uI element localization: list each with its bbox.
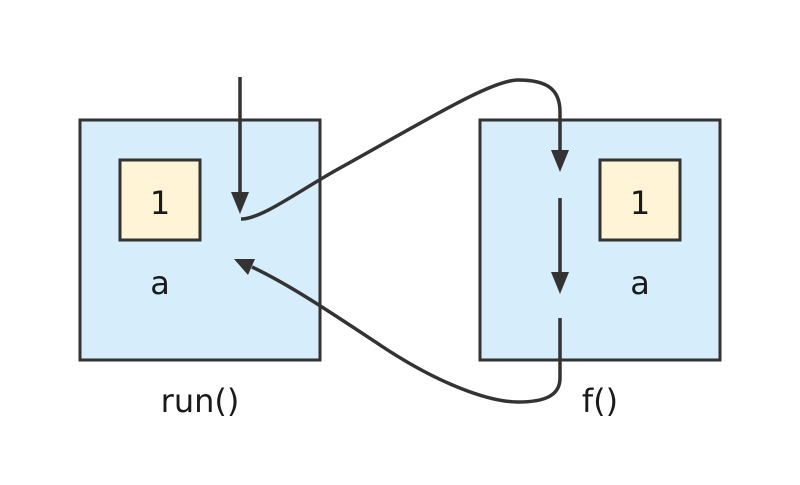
frame-f-variable-name: a [630, 264, 650, 302]
frame-run-variable-name: a [150, 264, 170, 302]
frame-f: 1 a f() [478, 118, 722, 420]
frame-f-variable-box [598, 158, 682, 242]
frame-run-variable-value: 1 [150, 184, 170, 222]
flow-entry-arrow [231, 77, 249, 214]
flow-return-arrow [234, 259, 562, 404]
frame-run-label: run() [161, 382, 240, 420]
frame-run-variable-box [118, 158, 202, 242]
flow-execute-arrow [551, 198, 569, 294]
frame-f-label: f() [582, 382, 618, 420]
frame-f-variable-value: 1 [630, 184, 650, 222]
flow-call-arrow [240, 78, 569, 221]
frame-run: 1 a run() [78, 118, 322, 420]
